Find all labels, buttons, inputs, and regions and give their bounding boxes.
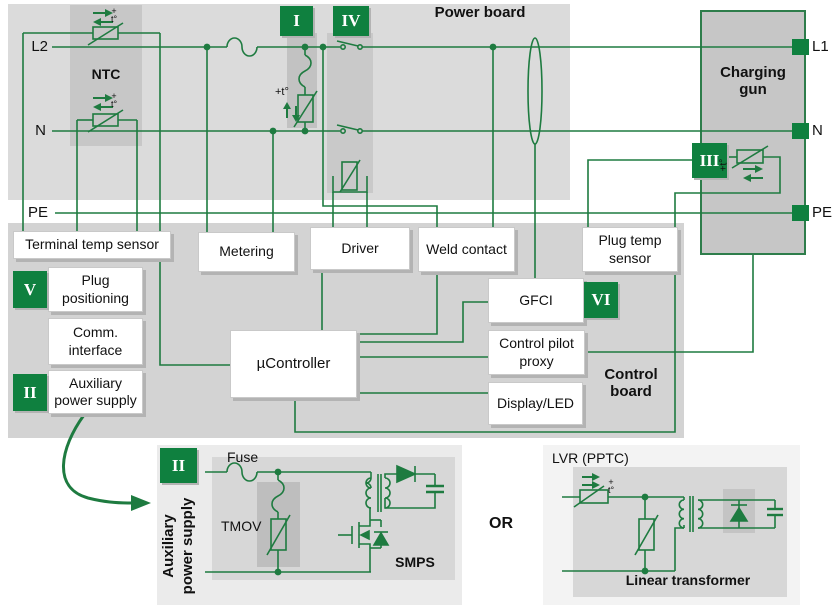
aux-power-supply-rotated-title: Auxiliary power supply	[159, 497, 197, 595]
ntc-label: NTC	[91, 66, 121, 82]
ntc-arrows-bottom	[93, 94, 113, 111]
temp-symbol-ntc-bottom: + t°	[111, 91, 118, 109]
section-badge-ii-detail: II	[160, 448, 197, 483]
control-board-title: Control board	[604, 366, 658, 400]
section-badge-i: I	[280, 6, 313, 36]
plus-sign: +	[608, 477, 614, 487]
section-badge-iii: III	[692, 143, 727, 178]
ntc-sensor-strip	[70, 5, 142, 146]
block-metering: Metering	[198, 232, 295, 272]
section-badge-vi: VI	[584, 282, 618, 318]
l2-line	[52, 37, 792, 57]
tdeg-sign: t°	[111, 99, 118, 109]
smps-circuit	[205, 462, 444, 573]
rail-label-pe-left: PE	[27, 204, 48, 221]
rail-label-pe-right: PE	[812, 204, 833, 221]
rail-label-n-right: N	[812, 122, 823, 139]
relay-coil	[332, 159, 368, 227]
lvr-pptc-label: LVR (PPTC)	[552, 450, 629, 466]
plus-sign: +	[111, 6, 117, 16]
temp-symbol-section-i: +t°	[275, 86, 289, 98]
block-gfci: GFCI	[488, 278, 584, 323]
tts-to-ucontroller	[159, 259, 230, 366]
weld-to-ucontroller	[357, 272, 438, 335]
fuse-symbol	[226, 37, 258, 57]
block-plug-temp-sensor: Plug temp sensor	[582, 227, 678, 272]
aux-tmov	[266, 472, 291, 572]
block-ucontroller: µController	[230, 330, 357, 398]
plus-sign: +	[111, 91, 117, 101]
relay-contact-l2	[336, 40, 363, 50]
pptc-arrows	[582, 473, 600, 489]
charging-gun-panel	[700, 10, 806, 255]
lvr-circuit	[562, 485, 783, 572]
smps-transformer	[365, 472, 391, 512]
section-badge-iv: IV	[333, 6, 369, 36]
temp-symbol-ntc-top: + t°	[111, 6, 118, 24]
weld-sense-before-relay	[322, 47, 438, 227]
junction-dots	[203, 43, 649, 576]
cpp-to-gun	[585, 255, 754, 353]
aux-callout-arrow	[62, 414, 151, 511]
block-comm-interface: Comm. interface	[48, 318, 143, 365]
smps-mosfet	[338, 507, 390, 572]
section-i-strip	[287, 33, 317, 128]
block-control-pilot-proxy: Control pilot proxy	[488, 330, 585, 375]
temp-symbol-plug-thermistor: +t°	[718, 158, 730, 172]
lvr-varistor	[634, 497, 659, 571]
fuse-label: Fuse	[227, 449, 259, 465]
section-iv-strip	[327, 33, 373, 193]
ntc-arrows-top	[93, 9, 113, 26]
section-badge-ii: II	[13, 374, 47, 411]
aux-fuse-symbol	[226, 462, 258, 482]
gun-terminal-n	[792, 123, 809, 139]
block-display-led: Display/LED	[488, 382, 583, 425]
rail-label-l2: L2	[31, 38, 48, 55]
plug-thermistor	[727, 145, 769, 169]
ntc-thermistor-top	[23, 22, 160, 46]
smps-label: SMPS	[395, 554, 435, 570]
tdeg-sign: t°	[608, 485, 615, 495]
lvr-cap	[767, 500, 783, 528]
power-board-title: Power board	[434, 4, 526, 21]
block-aux-power-supply: Auxiliary power supply	[48, 370, 143, 414]
lvr-diode	[729, 500, 749, 528]
block-plug-positioning: Plug positioning	[48, 267, 143, 312]
rail-label-n-left: N	[35, 122, 46, 139]
tdeg-sign: t°	[111, 14, 118, 24]
gun-terminal-pe	[792, 205, 809, 221]
rail-label-l1: L1	[812, 38, 829, 55]
section-badge-v: V	[13, 271, 47, 308]
block-driver: Driver	[310, 227, 410, 270]
linear-transformer-label: Linear transformer	[625, 572, 751, 588]
ucontroller-plug-temp-loop	[294, 156, 781, 433]
gun-terminal-l1	[792, 39, 809, 55]
temp-symbol-pptc: + t°	[608, 477, 615, 495]
tmov-label: TMOV	[221, 518, 262, 534]
or-label: OR	[489, 515, 513, 532]
section-i-arrows	[283, 102, 300, 122]
lvr-transformer	[674, 496, 704, 571]
plug-thermistor-arrows	[743, 165, 763, 182]
block-terminal-temp-sensor: Terminal temp sensor	[13, 231, 171, 259]
block-weld-contact: Weld contact	[418, 227, 515, 272]
iii-to-plug-temp-sensor	[587, 159, 692, 227]
smps-output-diode	[384, 464, 435, 484]
charging-gun-title: Charging gun	[720, 64, 786, 98]
ntc-thermistor-bottom	[77, 109, 137, 133]
smps-output-cap	[384, 474, 444, 509]
relay-contact-n	[336, 124, 363, 135]
gfci-to-ucontroller	[357, 301, 488, 343]
current-transformer	[527, 37, 543, 145]
